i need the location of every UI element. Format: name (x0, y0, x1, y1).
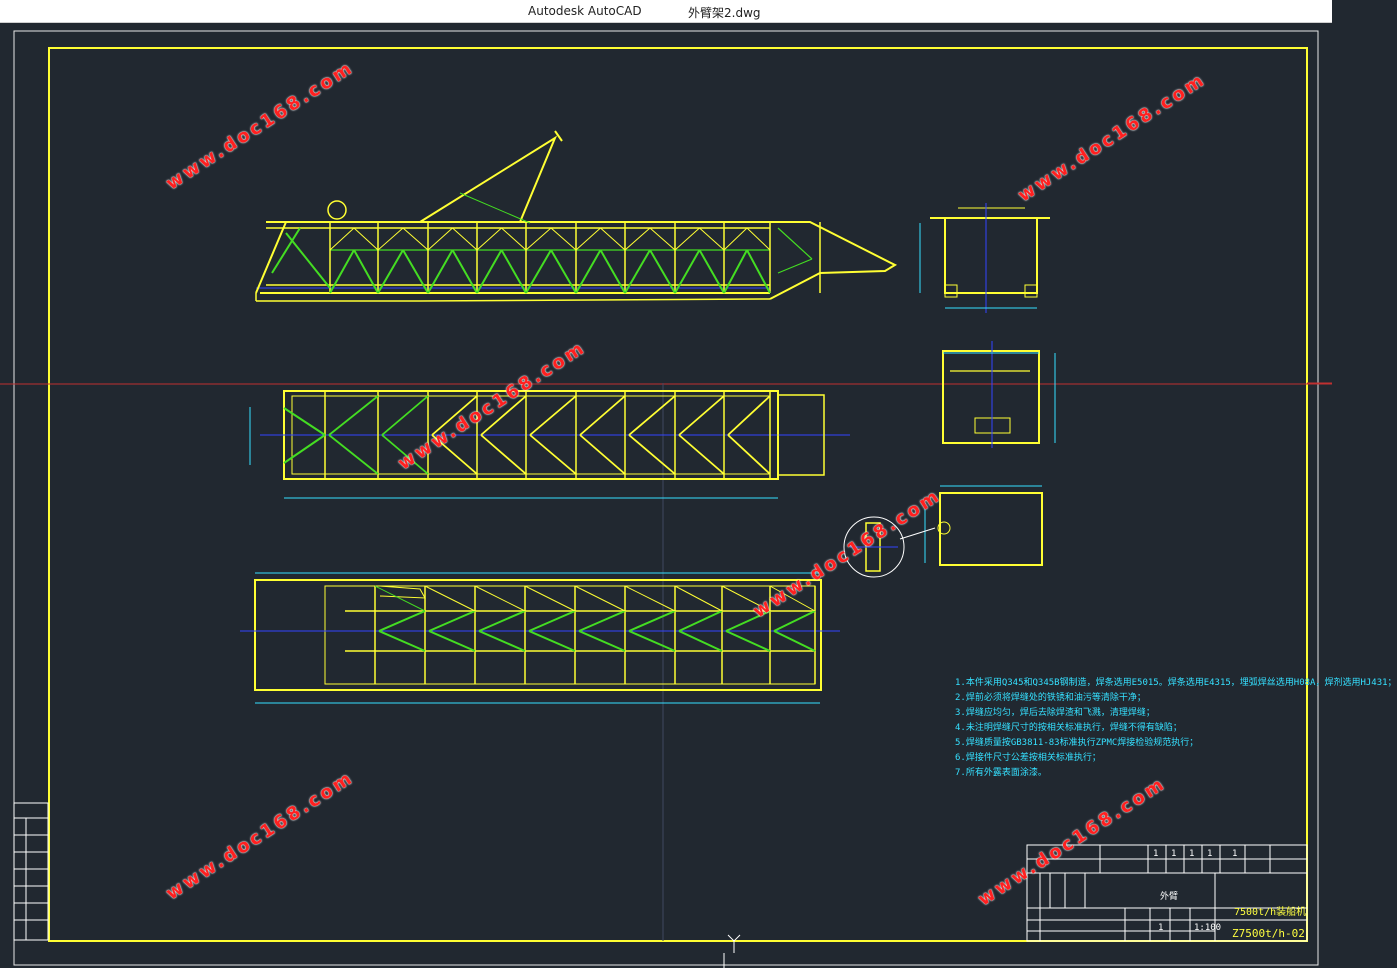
elevation-bays (271, 222, 771, 294)
plan-view-bottom (240, 572, 840, 704)
quantity-value: 1 (1158, 923, 1164, 933)
title-block-count: 1 (1153, 849, 1159, 859)
file-name: 外臂架2.dwg (688, 6, 761, 20)
drawing-canvas[interactable]: 1.本件采用Q345和Q345B钢制造，焊条选用E5015。焊条选用E4315，… (0, 23, 1397, 968)
technical-note-item: 5.焊缝质量按GB3811-83标准执行ZPMC焊接检验规范执行； (955, 738, 1199, 748)
detail-circle (843, 516, 936, 578)
inner-frame (48, 47, 1308, 942)
technical-note-item: 4.未注明焊缝尺寸的按相关标准执行，焊缝不得有缺陷； (955, 723, 1182, 733)
title-block (1026, 844, 1308, 942)
plan-top-bays (283, 391, 771, 479)
revision-table (13, 802, 49, 941)
title-block-count: 1 (1207, 849, 1213, 859)
technical-note-item: 2.焊前必须将焊缝处的铁锈和油污等清除干净； (955, 693, 1146, 703)
plan-view-top (249, 390, 850, 499)
drawing-svg (0, 30, 1332, 968)
window-title-bar: Autodesk AutoCAD 外臂架2.dwg (0, 0, 1332, 23)
outer-frame (13, 30, 1319, 966)
title-block-count: 1 (1171, 849, 1177, 859)
part-name: 外臂 (1160, 892, 1179, 902)
section-view-b (942, 341, 1056, 448)
title-block-count: 1 (1189, 849, 1195, 859)
machine-name: 7500t/h装船机 (1234, 907, 1307, 918)
technical-note-item: 3.焊缝应均匀，焊后去除焊渣和飞溅，清理焊缝； (955, 708, 1155, 718)
technical-note-item: 7.所有外露表面涂漆。 (955, 768, 1047, 778)
app-name: Autodesk AutoCAD (528, 4, 642, 18)
ucs-icon (723, 934, 741, 968)
section-view-a (919, 203, 1050, 313)
technical-note-item: 6.焊接件尺寸公差按相关标准执行； (955, 753, 1101, 763)
technical-note-item: 1.本件采用Q345和Q345B钢制造，焊条选用E5015。焊条选用E4315，… (955, 678, 1397, 688)
scale-value: 1:100 (1194, 923, 1222, 933)
section-view-c (924, 485, 1043, 566)
title-block-count: 1 (1232, 849, 1238, 859)
technical-notes-list: 1.本件采用Q345和Q345B钢制造，焊条选用E5015。焊条选用E4315，… (955, 676, 1397, 781)
plan-bottom-bays (374, 585, 816, 684)
drawing-number: Z7500t/h-02 (1232, 927, 1305, 940)
